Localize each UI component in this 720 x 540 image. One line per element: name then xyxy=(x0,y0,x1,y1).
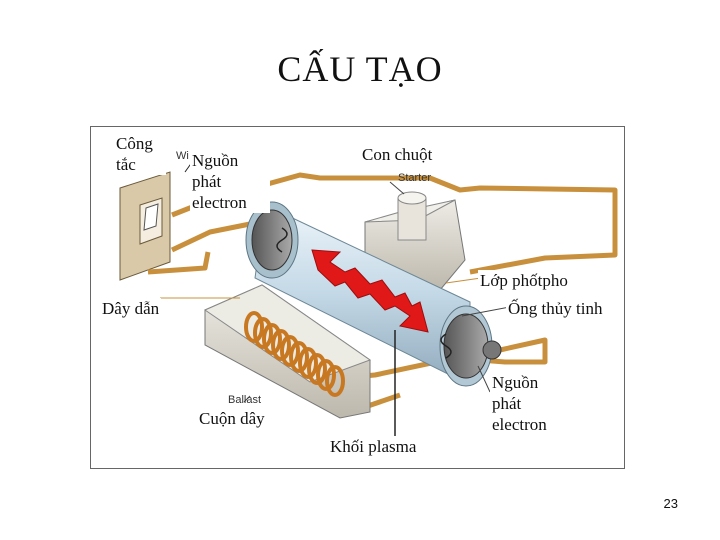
phosphor-label: Lớp phốtpho xyxy=(478,270,570,291)
glass-tube-label: Ống thủy tinh xyxy=(506,298,605,319)
ballast-coil xyxy=(244,311,345,397)
page-number: 23 xyxy=(663,496,678,511)
end-cap-right xyxy=(440,313,502,379)
coil-label: Cuộn dây xyxy=(197,408,267,429)
slide-title: CẤU TẠO xyxy=(277,49,443,89)
wi-fragment-label: Wi xyxy=(176,150,189,162)
switch-plate xyxy=(119,171,171,281)
electron-source-bottom-label: Nguồn phát electron xyxy=(490,372,556,435)
wire-label: Dây dẫn xyxy=(100,298,162,319)
plasma-arrow xyxy=(311,249,429,333)
plasma-label: Khối plasma xyxy=(328,436,419,457)
starter-en-label: Starter xyxy=(398,172,432,184)
starter-label: Con chuột xyxy=(360,144,435,165)
electron-source-top-label: Nguồn phát electron xyxy=(190,150,270,213)
ballast-en-label: Ballast xyxy=(228,394,262,406)
switch-label: Công tắc xyxy=(114,133,166,175)
end-cap-left xyxy=(251,209,293,271)
